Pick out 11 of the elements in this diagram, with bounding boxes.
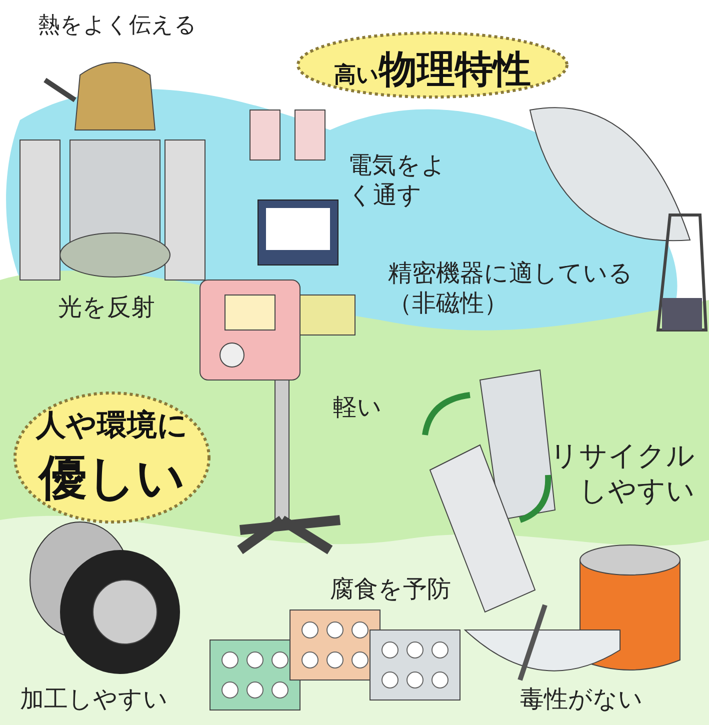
feature-label: 毒性がない [520,684,643,714]
feature-label: 腐食を予防 [330,574,451,604]
feature-label: 軽い [333,392,382,422]
feature-label: 加工しやすい [20,684,168,714]
title-badge: 人や環境に 優しい [12,390,212,525]
feature-label: 精密機器に適している（非磁性） [388,258,634,318]
feature-label: 熱をよく伝える [38,12,197,40]
title-badge: 高い物理特性 [295,30,570,100]
feature-label: リサイクルしやすい [549,438,695,508]
feature-label: 電気をよく通す [348,150,447,210]
feature-label: 光を反射 [58,292,155,322]
